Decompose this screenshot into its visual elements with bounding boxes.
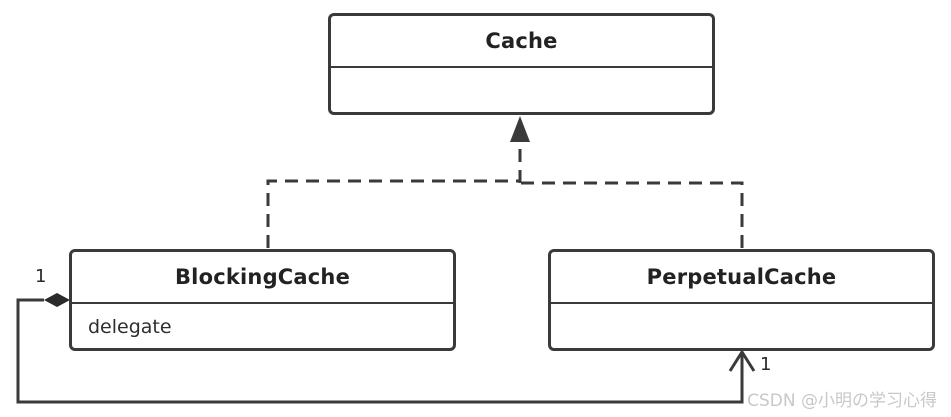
- class-blocking-cache-attributes: delegate: [88, 316, 172, 338]
- multiplicity-blocking: 1: [35, 266, 47, 287]
- association-open-arrow-icon: [728, 349, 756, 372]
- realization-arrowhead-icon: [510, 116, 530, 142]
- class-perpetual-cache: PerpetualCache: [548, 249, 935, 351]
- class-blocking-cache-name: BlockingCache: [72, 252, 453, 304]
- class-cache-name: Cache: [331, 16, 712, 68]
- delegate-association-line: [16, 298, 744, 404]
- realization-line-perpetual: [520, 181, 744, 248]
- watermark: CSDN @小明の学习心得: [747, 391, 937, 411]
- composition-diamond-icon: [44, 293, 70, 307]
- class-cache: Cache: [328, 13, 715, 115]
- class-cache-attributes: [331, 68, 712, 92]
- class-blocking-cache: BlockingCache delegate: [69, 249, 456, 351]
- class-perpetual-cache-attributes: [551, 304, 932, 328]
- class-perpetual-cache-name: PerpetualCache: [551, 252, 932, 304]
- multiplicity-perpetual: 1: [760, 354, 772, 375]
- realization-line-blocking: [266, 179, 520, 248]
